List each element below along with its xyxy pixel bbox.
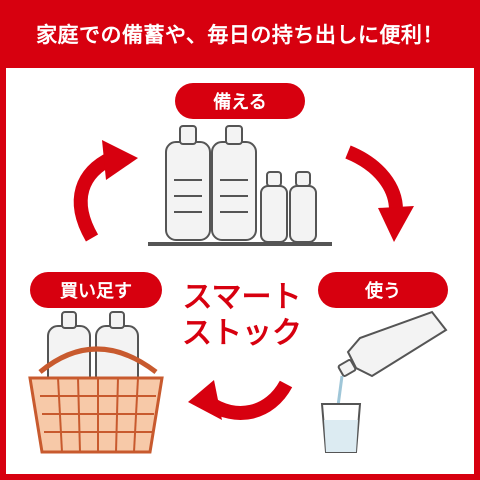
- cycle-arrow-bottom-icon: [188, 380, 293, 420]
- shopping-basket-icon: [28, 311, 164, 454]
- stacked-water-bottles-icon: [148, 125, 332, 246]
- pouring-bottle-icon: [336, 310, 448, 407]
- frame-border-left: [0, 0, 6, 480]
- glass-of-water-icon: [320, 403, 362, 453]
- headline-text: 家庭での備蓄や、毎日の持ち出しに便利！: [36, 23, 444, 47]
- smart-stock-title: スマート ストック: [168, 280, 316, 352]
- step-use-label: 使う: [318, 272, 448, 308]
- step-buy-label: 買い足す: [30, 272, 162, 308]
- headline-band: [0, 0, 480, 68]
- smart-stock-title-line1: スマート: [182, 280, 302, 315]
- cycle-arrow-top-right-icon: [345, 145, 414, 242]
- smart-stock-title-line2: ストック: [182, 316, 302, 351]
- step-store-label: 備える: [175, 83, 305, 119]
- frame-border-right: [474, 0, 480, 480]
- frame-border-bottom: [0, 474, 480, 480]
- cycle-arrow-top-left-icon: [73, 140, 138, 242]
